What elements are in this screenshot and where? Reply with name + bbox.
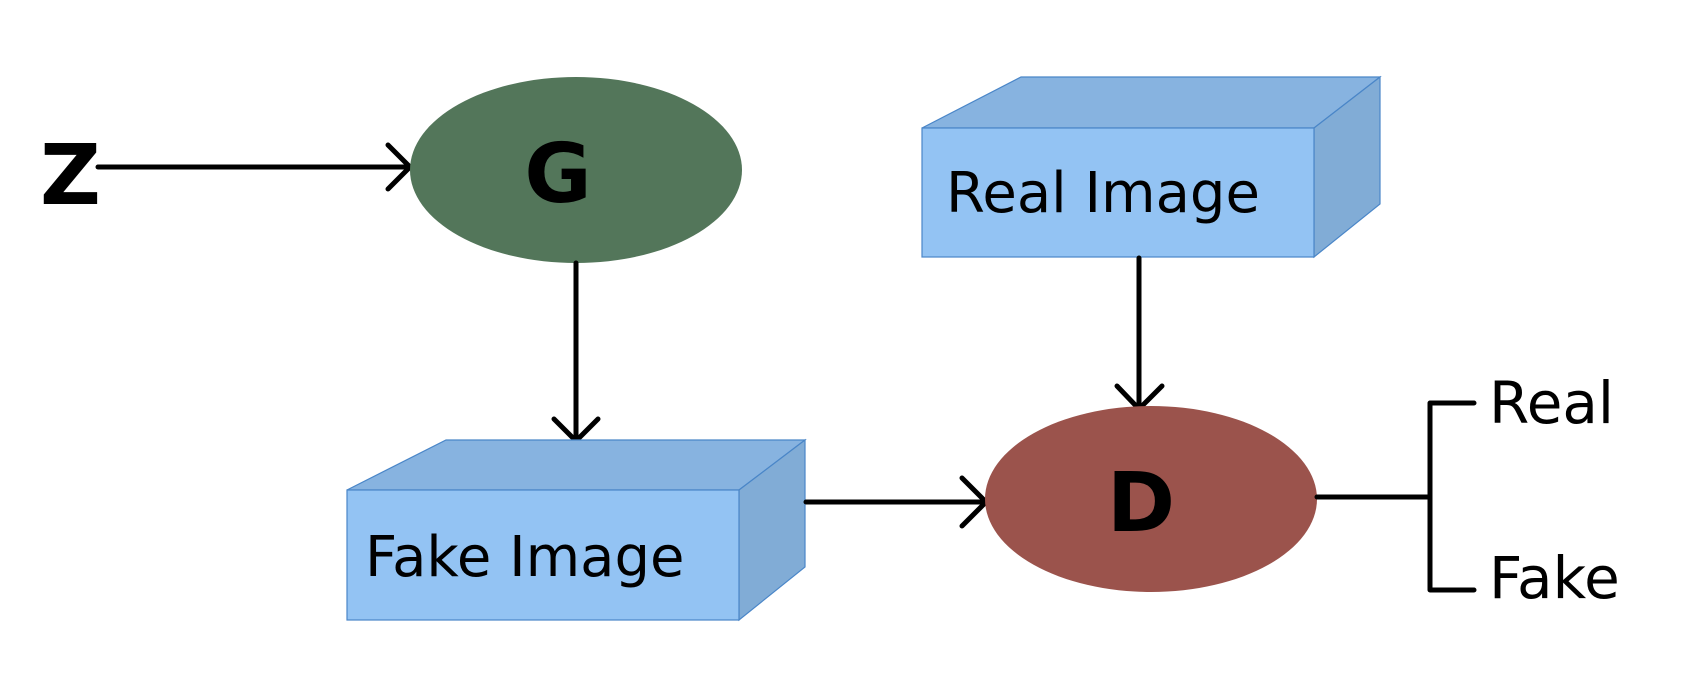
real-image-box-front xyxy=(921,127,1315,258)
discriminator-ellipse xyxy=(985,406,1317,592)
generator-node: G xyxy=(410,77,742,263)
generator-label: G xyxy=(524,127,591,222)
real-image-label: Real Image xyxy=(946,161,1260,226)
real-image-box: Real Image xyxy=(921,75,1382,259)
real-image-box-top xyxy=(921,76,1382,129)
output-bracket xyxy=(1314,400,1477,593)
output-real-label: Real xyxy=(1489,369,1614,437)
generator-ellipse xyxy=(410,77,742,263)
fake-image-box-front xyxy=(346,489,740,621)
z-label: Z xyxy=(40,126,101,224)
arrow-real-image-to-discriminator xyxy=(1114,255,1165,412)
output-fake-label: Fake xyxy=(1489,544,1620,612)
discriminator-label: D xyxy=(1107,456,1175,551)
arrow-fake-image-to-discriminator xyxy=(803,475,989,529)
fake-image-label: Fake Image xyxy=(365,525,684,590)
fake-image-box-top xyxy=(346,439,807,491)
arrow-generator-to-fake-image xyxy=(551,260,601,444)
arrow-z-to-generator xyxy=(95,142,413,192)
fake-image-box: Fake Image xyxy=(346,438,807,622)
discriminator-node: D xyxy=(985,406,1317,592)
